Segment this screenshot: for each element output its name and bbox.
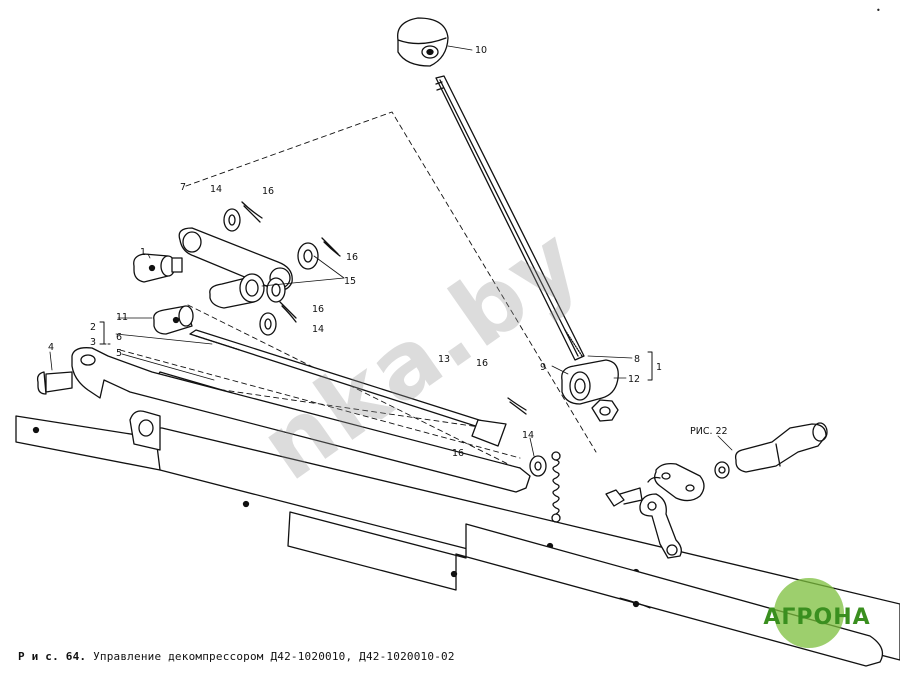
part-labels: 10 7 14 16 1 16 15 16 14 11 2 6 3 5 4 13… [48,45,728,459]
label-1-plunger: 1 [140,247,146,258]
cotter-pin-2 [321,237,341,257]
spring [551,451,561,523]
figure-caption: Р и с. 64. Управление декомпрессором Д42… [18,650,455,663]
logo-circle [774,578,844,648]
washer-right [714,461,730,479]
fork-block [153,305,194,335]
cotter-right [647,476,661,483]
label-11: 11 [116,312,128,323]
label-16-bottom: 16 [452,448,464,459]
corner-mark: • [876,6,881,15]
label-10: 10 [475,45,487,56]
hex-nut [591,399,619,422]
bolt [36,371,73,395]
label-16-mid: 16 [312,304,324,315]
label-14-mid: 14 [312,324,324,335]
label-14-top: 14 [210,184,222,195]
label-8: 8 [634,354,640,365]
label-fig-22: РИС. 22 [690,426,728,437]
label-3: 3 [90,337,96,348]
caption-prefix: Р и с. 64. [18,650,87,663]
label-14-spring: 14 [522,430,534,441]
label-5: 5 [116,348,122,359]
washer-small-mid [259,312,277,336]
logo-text: АГРОНА [763,605,871,630]
bushing [209,273,265,309]
label-7: 7 [180,182,186,193]
knob [397,17,449,67]
label-16-right: 16 [346,252,358,263]
rod-end [561,359,619,405]
lever-link [178,227,293,291]
flat-bracket [71,347,531,493]
right-bolt [605,487,643,507]
lower-bar [287,511,884,667]
label-12: 12 [628,374,640,385]
leader-lines [49,45,733,457]
washer-spring [529,455,547,477]
logo: АГРОНА [754,578,880,648]
label-brackets [99,321,653,381]
label-9: 9 [540,362,546,373]
cotter-pin-1 [241,201,263,223]
label-16-rod: 16 [476,358,488,369]
caption-text: Управление декомпрессором Д42-1020010, Д… [93,650,455,663]
label-15: 15 [344,276,356,287]
washer-small-top [223,208,241,232]
washer-large [266,277,286,303]
washer-top [297,242,319,270]
right-pin [734,422,828,473]
control-rod [435,75,585,361]
label-16-top: 16 [262,186,274,197]
cotter-pin-4 [507,397,527,415]
label-1-group: 1 [656,362,662,373]
label-4: 4 [48,342,54,353]
label-2: 2 [90,322,96,333]
threaded-rod-upper [189,329,507,447]
cotter-pin-3 [279,301,297,323]
plunger [133,253,183,283]
right-lever [639,493,682,559]
label-6: 6 [116,332,122,343]
label-13: 13 [438,354,450,365]
right-plate [654,462,705,502]
